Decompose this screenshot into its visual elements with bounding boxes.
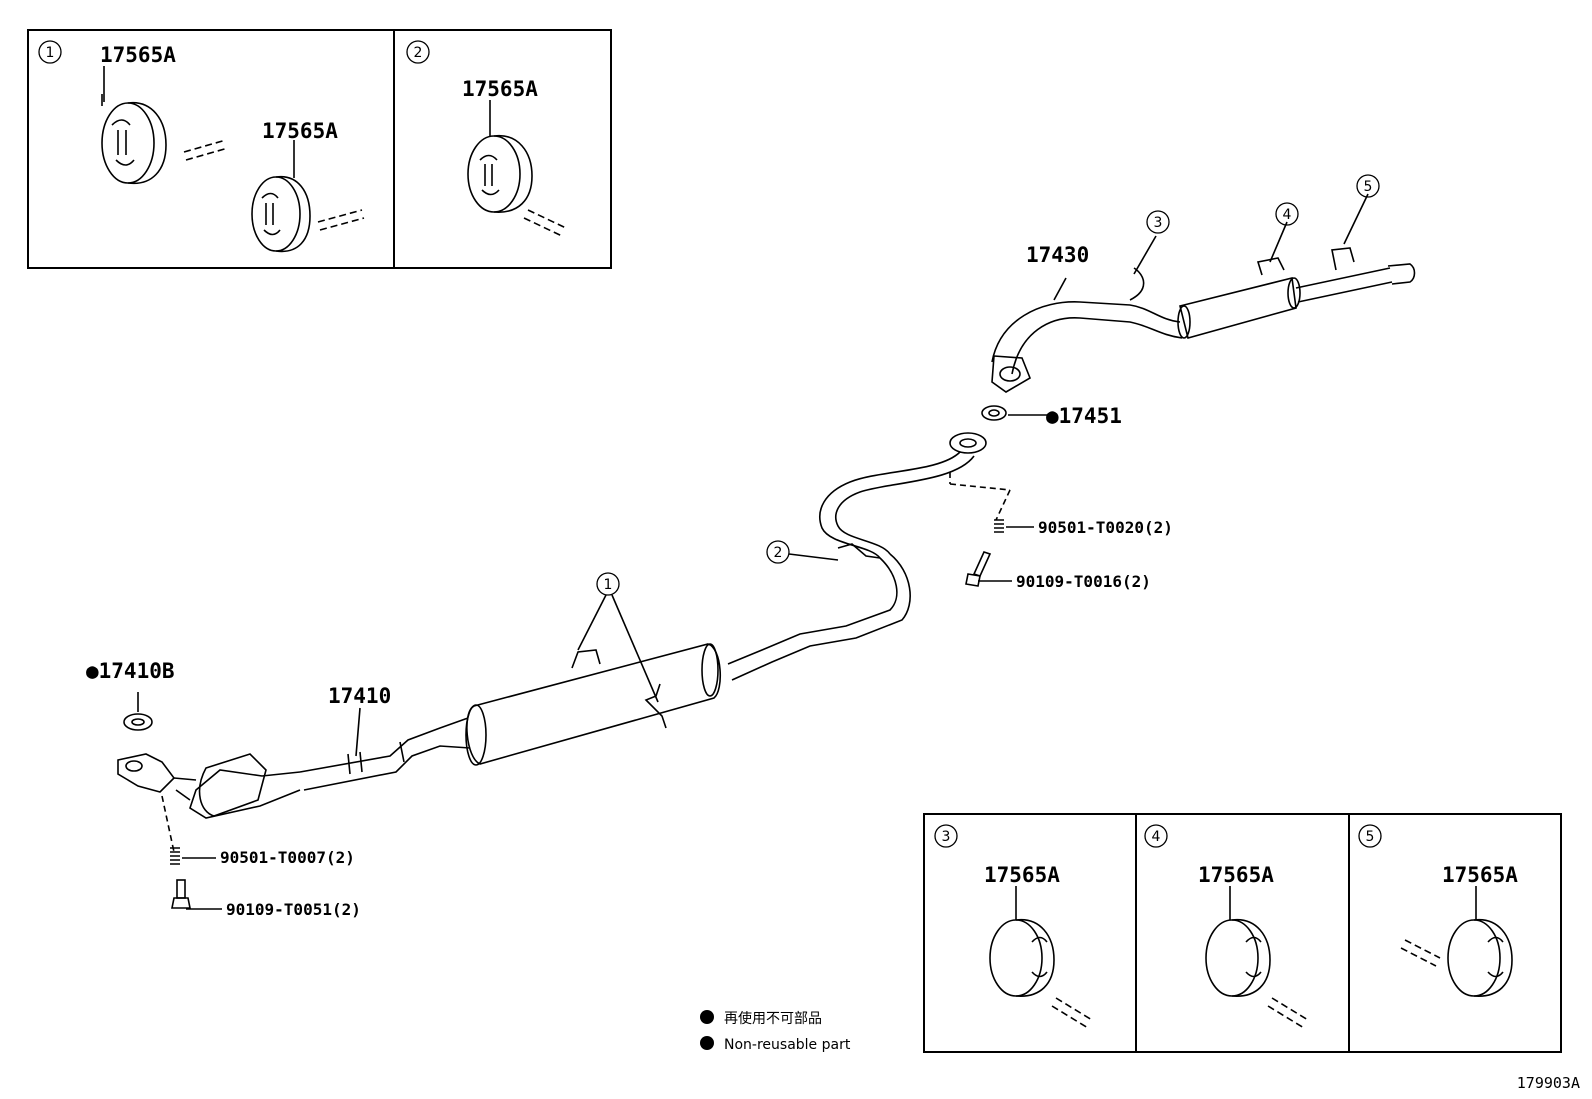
rear-bolt xyxy=(965,551,992,587)
legend-bullet-en xyxy=(700,1036,714,1050)
inset-3-hanger xyxy=(989,886,1093,1029)
inset-5-hanger xyxy=(1400,886,1513,997)
diagram-code: 179903A xyxy=(1517,1074,1580,1092)
rear-spring xyxy=(994,519,1004,533)
callout-3-inset: 3 xyxy=(942,829,951,845)
inset-box-top xyxy=(27,29,612,269)
callout-circles xyxy=(38,40,1382,848)
tail-pipe-assembly xyxy=(991,247,1416,393)
part-label-hanger-1b: 17565A xyxy=(262,119,338,143)
part-label-front-gasket: ●17410B xyxy=(86,659,175,683)
part-label-hanger-3: 17565A xyxy=(984,863,1060,887)
part-label-front-bolt: 90109-T0051(2) xyxy=(226,900,361,919)
callout-5-main: 5 xyxy=(1364,179,1373,195)
part-label-tail-pipe: 17430 xyxy=(1026,243,1089,267)
part-label-front-spring: 90501-T0007(2) xyxy=(220,848,355,867)
part-label-hanger-1a: 17565A xyxy=(100,43,176,67)
part-label-rear-spring: 90501-T0020(2) xyxy=(1038,518,1173,537)
front-spring xyxy=(170,847,180,865)
part-label-front-pipe: 17410 xyxy=(328,684,391,708)
center-gasket xyxy=(981,405,1007,421)
part-label-hanger-5: 17565A xyxy=(1442,863,1518,887)
callout-2-main: 2 xyxy=(774,545,783,561)
part-label-hanger-4: 17565A xyxy=(1198,863,1274,887)
part-label-center-gasket: ●17451 xyxy=(1046,404,1122,428)
callout-1-inset: 1 xyxy=(46,45,55,61)
center-pipe-assembly xyxy=(299,432,987,791)
inset-4-hanger xyxy=(1205,886,1309,1029)
front-bolt xyxy=(171,879,191,909)
callout-2-inset: 2 xyxy=(414,45,423,61)
front-pipe-assembly xyxy=(117,741,405,819)
callout-4-inset: 4 xyxy=(1152,829,1161,845)
legend: 再使用不可部品 Non-reusable part xyxy=(700,1010,851,1053)
legend-japanese: 再使用不可部品 xyxy=(724,1010,822,1027)
legend-english: Non-reusable part xyxy=(724,1037,851,1053)
callout-4-main: 4 xyxy=(1283,207,1292,223)
callout-5-inset: 5 xyxy=(1366,829,1375,845)
callout-3-main: 3 xyxy=(1154,215,1163,231)
inset-1-hanger-a xyxy=(101,94,229,185)
part-label-rear-bolt: 90109-T0016(2) xyxy=(1016,572,1151,591)
legend-bullet-jp xyxy=(700,1010,714,1024)
front-gasket xyxy=(123,713,153,731)
inset-1-hanger-b xyxy=(251,175,365,253)
callout-1-main: 1 xyxy=(604,577,613,593)
inset-2-hanger xyxy=(467,134,567,237)
inset-box-bottom xyxy=(923,813,1562,1053)
leader-lines xyxy=(161,193,1369,910)
part-label-hanger-2: 17565A xyxy=(462,77,538,101)
